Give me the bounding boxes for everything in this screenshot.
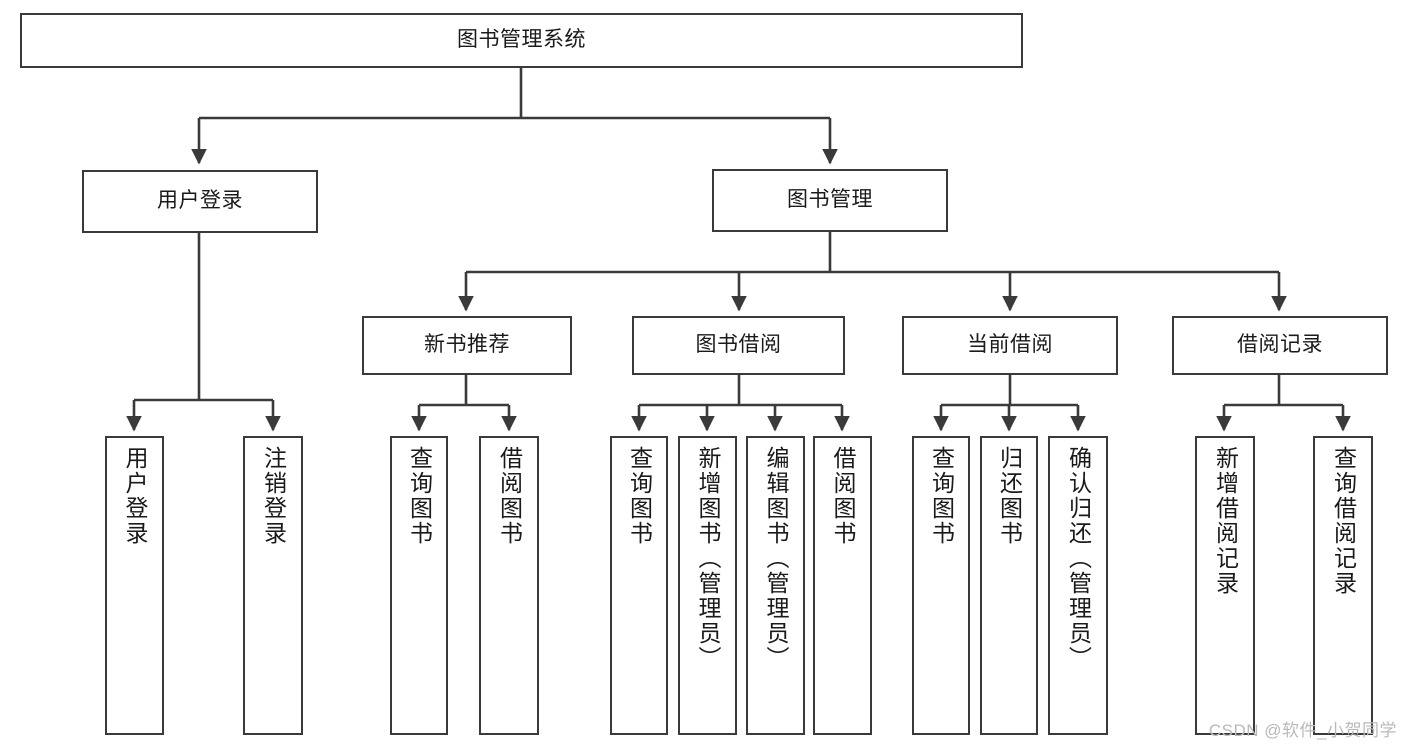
node-leaf-borrow-book-2[interactable]: 借阅图书 xyxy=(813,436,872,735)
node-leaf-add-record-label: 新增借阅记录 xyxy=(1212,446,1239,596)
node-leaf-confirm-return[interactable]: 确认归还（管理员） xyxy=(1048,436,1108,735)
node-leaf-user-login-label: 用户登录 xyxy=(122,446,148,546)
node-user-login-label: 用户登录 xyxy=(157,189,243,213)
node-leaf-logout-login-label: 注销登录 xyxy=(260,446,287,546)
node-root[interactable]: 图书管理系统 xyxy=(20,13,1023,68)
node-leaf-borrow-book-1[interactable]: 借阅图书 xyxy=(479,436,539,735)
node-user-login[interactable]: 用户登录 xyxy=(82,170,318,233)
node-leaf-query-book-2-label: 查询图书 xyxy=(626,446,653,546)
node-new-book-recommend-label: 新书推荐 xyxy=(424,333,510,357)
node-leaf-query-record-label: 查询借阅记录 xyxy=(1330,446,1357,596)
node-leaf-confirm-return-label: 确认归还（管理员） xyxy=(1065,446,1092,671)
node-book-manage-label: 图书管理 xyxy=(787,188,873,212)
node-leaf-query-book-1-label: 查询图书 xyxy=(406,446,433,546)
node-borrow-record-label: 借阅记录 xyxy=(1237,333,1323,357)
node-root-label: 图书管理系统 xyxy=(457,28,586,52)
node-current-borrow[interactable]: 当前借阅 xyxy=(902,316,1118,375)
node-book-borrow[interactable]: 图书借阅 xyxy=(632,316,845,375)
node-leaf-return-book[interactable]: 归还图书 xyxy=(980,436,1038,735)
node-leaf-borrow-book-2-label: 借阅图书 xyxy=(830,446,856,546)
node-new-book-recommend[interactable]: 新书推荐 xyxy=(362,316,572,375)
node-leaf-edit-book-label: 编辑图书（管理员） xyxy=(763,446,789,671)
node-leaf-query-book-3-label: 查询图书 xyxy=(928,446,955,546)
node-borrow-record[interactable]: 借阅记录 xyxy=(1172,316,1388,375)
node-leaf-return-book-label: 归还图书 xyxy=(996,446,1023,546)
node-leaf-add-book-label: 新增图书（管理员） xyxy=(695,446,721,671)
node-leaf-query-record[interactable]: 查询借阅记录 xyxy=(1313,436,1373,735)
node-book-manage[interactable]: 图书管理 xyxy=(712,169,948,232)
node-leaf-edit-book[interactable]: 编辑图书（管理员） xyxy=(746,436,805,735)
node-current-borrow-label: 当前借阅 xyxy=(967,333,1053,357)
node-leaf-user-login[interactable]: 用户登录 xyxy=(105,436,164,735)
node-leaf-add-book[interactable]: 新增图书（管理员） xyxy=(678,436,737,735)
watermark: CSDN @软件_小贺同学 xyxy=(1208,721,1397,740)
node-leaf-query-book-3[interactable]: 查询图书 xyxy=(912,436,970,735)
node-leaf-query-book-1[interactable]: 查询图书 xyxy=(390,436,448,735)
node-leaf-borrow-book-1-label: 借阅图书 xyxy=(496,446,523,546)
node-leaf-add-record[interactable]: 新增借阅记录 xyxy=(1195,436,1255,735)
node-leaf-query-book-2[interactable]: 查询图书 xyxy=(610,436,668,735)
node-book-borrow-label: 图书借阅 xyxy=(695,333,782,357)
node-leaf-logout-login[interactable]: 注销登录 xyxy=(243,436,303,735)
